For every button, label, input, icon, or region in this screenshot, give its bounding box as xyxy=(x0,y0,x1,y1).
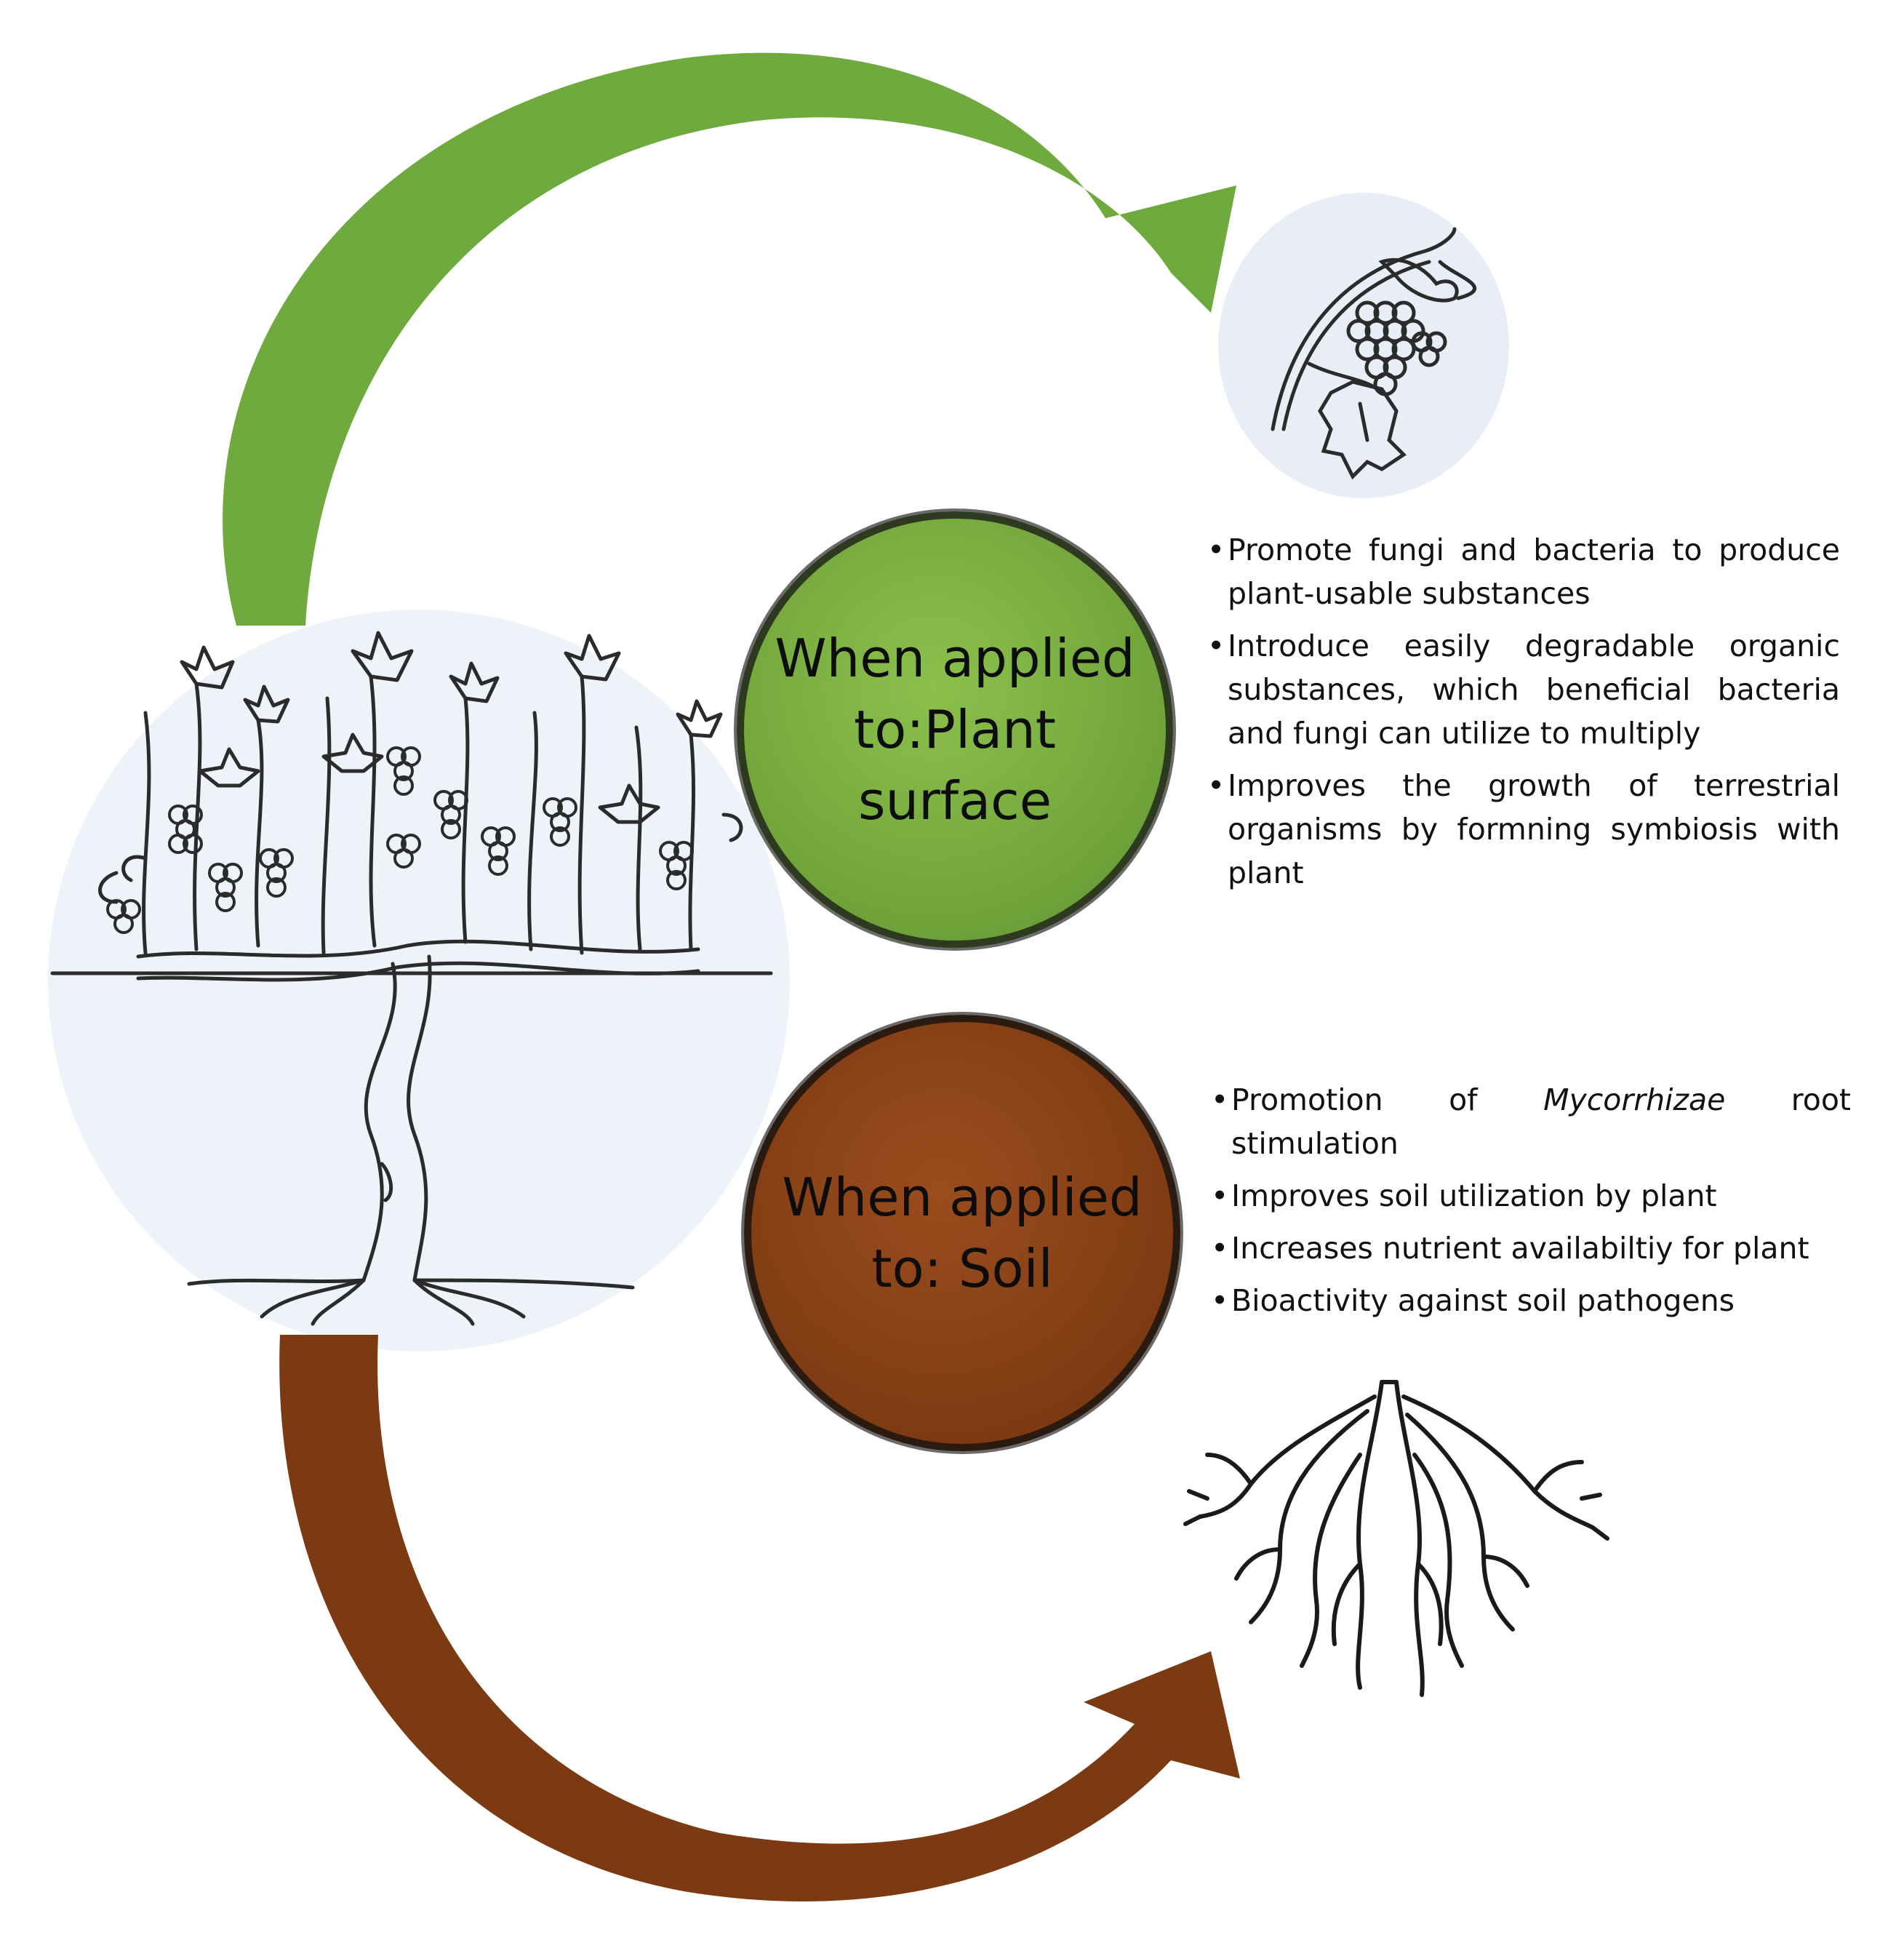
soil-bullets: Promotion of Mycorrhizae root stimulatio… xyxy=(1211,1078,1851,1331)
grape-background-circle xyxy=(1218,193,1509,498)
list-item: Introduce easily degradable organic subs… xyxy=(1207,624,1840,755)
roots-icon xyxy=(1183,1380,1609,1697)
grape-cluster-icon xyxy=(1271,227,1477,480)
list-item: Bioactivity against soil pathogens xyxy=(1211,1279,1851,1322)
soil-title: When applied to: Soil xyxy=(782,1167,1143,1299)
list-item: Improves the growth of terrestrial organ… xyxy=(1207,764,1840,895)
list-item: Promotion of Mycorrhizae root stimulatio… xyxy=(1211,1078,1851,1165)
list-item: Improves soil utilization by plant xyxy=(1211,1174,1851,1218)
plant-surface-bullets: Promote fungi and bacteria to produce pl… xyxy=(1207,528,1840,903)
plant-surface-circle: When applied to:Plant surface xyxy=(737,511,1173,948)
soil-circle: When applied to: Soil xyxy=(744,1015,1180,1451)
mycorrhizae-term: Mycorrhizae xyxy=(1543,1082,1726,1117)
list-item: Promote fungi and bacteria to produce pl… xyxy=(1207,528,1840,615)
green-cycle-arrow xyxy=(223,52,1236,626)
vine-background-circle xyxy=(48,610,790,1352)
plant-surface-title: When applied to:Plant surface xyxy=(775,628,1135,831)
brown-cycle-arrow xyxy=(279,1335,1241,1901)
vine-grape-clusters xyxy=(106,746,694,934)
grapevine-icon xyxy=(50,631,773,1326)
list-item: Increases nutrient availabiltiy for plan… xyxy=(1211,1226,1851,1270)
